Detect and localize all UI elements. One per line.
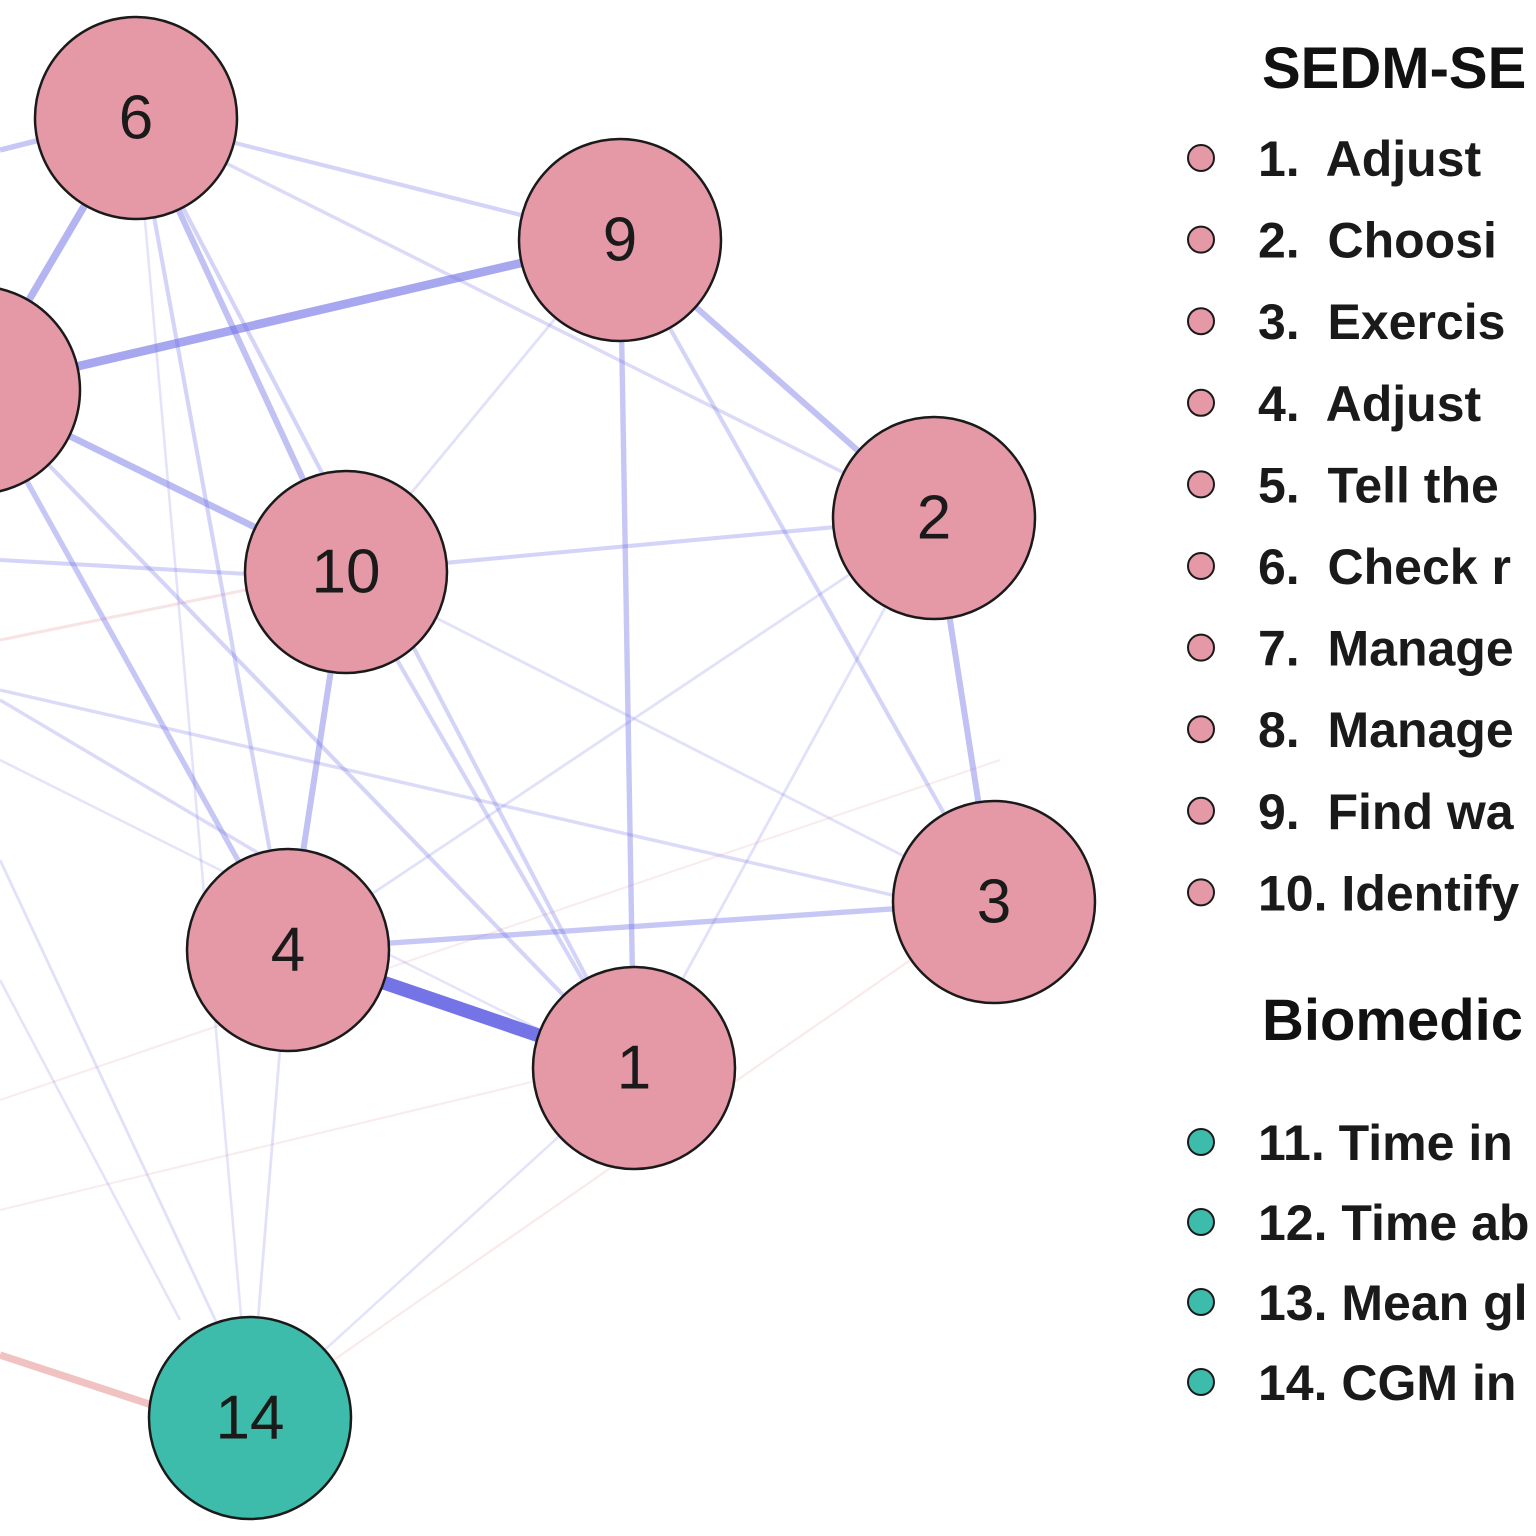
node-label-4: 4 <box>271 916 305 985</box>
node-2: 2 <box>831 415 1037 621</box>
legend-sedm-item-marker <box>1187 552 1215 580</box>
node-label-3: 3 <box>977 868 1011 937</box>
node-circle-14 <box>147 1315 353 1521</box>
node-circle-4 <box>185 847 391 1053</box>
node-6: 6 <box>33 15 239 221</box>
edge-offscreen <box>0 859 222 1331</box>
legend: SEDM-SE 1. Adjust 2. Choosi 3. Exercis 4. A… <box>1187 36 1529 1411</box>
node-label-10: 10 <box>312 538 381 607</box>
legend-biomedical-item-row: 13. Mean gl <box>1187 1275 1528 1331</box>
edge-4-3 <box>287 899 995 953</box>
node-10: 10 <box>243 469 449 675</box>
node-4: 4 <box>185 847 391 1053</box>
node-circle-8 <box>0 287 82 493</box>
edge-offscreen <box>0 698 271 862</box>
offscreen-edges <box>0 137 1001 1409</box>
legend-sedm-item-marker <box>1187 144 1215 172</box>
edge-6-4 <box>133 117 291 951</box>
legend-sedm-item-marker <box>1187 307 1215 336</box>
legend-biomedical-item-row: 12. Time ab <box>1187 1195 1529 1251</box>
node-8 <box>0 287 82 493</box>
legend-sedm-item-label: 6. Check r <box>1258 539 1511 595</box>
edge-6-14 <box>134 117 252 1419</box>
legend-title-sedm: SEDM-SE <box>1262 36 1526 101</box>
legend-sedm-item-row: 1. Adjust <box>1187 131 1482 187</box>
edge-8-1 <box>0 411 636 1070</box>
node-label-2: 2 <box>917 484 951 553</box>
edge-offscreen <box>0 1078 541 1212</box>
node-layer: 6 9 10 2 3 4 1 14 <box>0 15 1097 1521</box>
legend-sedm-item-row: 2. Choosi <box>1187 213 1497 269</box>
legend-biomedical-item-label: 11. Time in <box>1258 1115 1513 1171</box>
legend-sedm-item-label: 5. Tell the <box>1258 457 1499 513</box>
legend-sedm-item-label: 2. Choosi <box>1258 213 1497 269</box>
legend-biomedical-item-marker <box>1187 1208 1215 1236</box>
edge-offscreen <box>0 979 182 1321</box>
legend-sedm-item-marker <box>1187 225 1215 254</box>
legend-sedm-item-row: 10. Identify <box>1187 865 1519 921</box>
edge-2-1 <box>632 517 936 1069</box>
legend-sedm-item-row: 4. Adjust <box>1187 376 1482 432</box>
node-14: 14 <box>147 1315 353 1521</box>
legend-biomedical-list: 11. Time in 12. Time ab 13. Mean gl 14. CGM… <box>1187 1115 1529 1411</box>
legend-biomedical-item-label: 14. CGM in <box>1258 1355 1516 1411</box>
legend-sedm-item-row: 7. Manage <box>1187 621 1514 677</box>
legend-sedm-item-label: 8. Manage <box>1258 702 1514 758</box>
legend-biomedical-item-label: 13. Mean gl <box>1258 1275 1528 1331</box>
legend-sedm-item-marker <box>1187 388 1215 417</box>
node-3: 3 <box>891 799 1097 1005</box>
node-circle-6 <box>33 15 239 221</box>
edge-8-4 <box>0 427 291 952</box>
legend-biomedical-item-row: 14. CGM in <box>1187 1355 1516 1411</box>
edge-offscreen <box>0 758 1001 1102</box>
edge-9-1 <box>617 239 637 1069</box>
edge-layer <box>0 116 997 1419</box>
edge-2-4 <box>287 516 935 952</box>
legend-sedm-item-label: 9. Find wa <box>1258 784 1515 840</box>
legend-sedm-item-marker <box>1187 633 1215 662</box>
edge-offscreen <box>0 137 41 153</box>
legend-sedm-item-row: 5. Tell the <box>1187 457 1499 513</box>
legend-sedm-item-label: 3. Exercis <box>1258 294 1505 350</box>
legend-sedm-item-row: 3. Exercis <box>1187 294 1505 350</box>
node-circle-2 <box>831 415 1037 621</box>
node-label-14: 14 <box>216 1384 285 1453</box>
node-circle-9 <box>517 137 723 343</box>
edge-9-3 <box>618 238 996 904</box>
node-circle-1 <box>531 965 737 1171</box>
edge-8-9 <box>0 235 621 389</box>
node-circle-3 <box>891 799 1097 1005</box>
edge-offscreen <box>0 557 249 577</box>
node-label-1: 1 <box>617 1034 651 1103</box>
legend-sedm-list: 1. Adjust 2. Choosi 3. Exercis 4. Adjust 5. … <box>1187 131 1519 921</box>
legend-biomedical-item-marker <box>1187 1368 1215 1396</box>
legend-biomedical-item-label: 12. Time ab <box>1258 1195 1529 1251</box>
node-1: 1 <box>531 965 737 1171</box>
legend-sedm-item-label: 7. Manage <box>1258 621 1514 677</box>
node-9: 9 <box>517 137 723 343</box>
legend-sedm-item-row: 9. Find wa <box>1187 784 1515 840</box>
legend-sedm-item-label: 4. Adjust <box>1258 376 1482 432</box>
legend-sedm-item-row: 6. Check r <box>1187 539 1511 595</box>
legend-title-biomedical: Biomedic <box>1262 988 1523 1053</box>
legend-sedm-item-row: 8. Manage <box>1187 702 1514 758</box>
legend-sedm-item-marker <box>1187 470 1215 499</box>
legend-sedm-item-label: 10. Identify <box>1258 865 1519 921</box>
edge-10-3 <box>345 570 995 904</box>
node-circle-10 <box>243 469 449 675</box>
legend-biomedical-item-marker <box>1187 1128 1215 1156</box>
legend-sedm-item-label: 1. Adjust <box>1258 131 1482 187</box>
legend-sedm-item-marker <box>1187 878 1215 907</box>
edge-offscreen <box>0 1351 154 1409</box>
node-label-6: 6 <box>119 84 153 153</box>
node-label-9: 9 <box>603 206 637 275</box>
legend-biomedical-item-row: 11. Time in <box>1187 1115 1513 1171</box>
edge-offscreen <box>0 688 893 897</box>
edge-6-2 <box>135 116 935 520</box>
legend-sedm-item-marker <box>1187 796 1215 825</box>
legend-biomedical-item-marker <box>1187 1288 1215 1316</box>
legend-sedm-item-marker <box>1187 715 1215 744</box>
